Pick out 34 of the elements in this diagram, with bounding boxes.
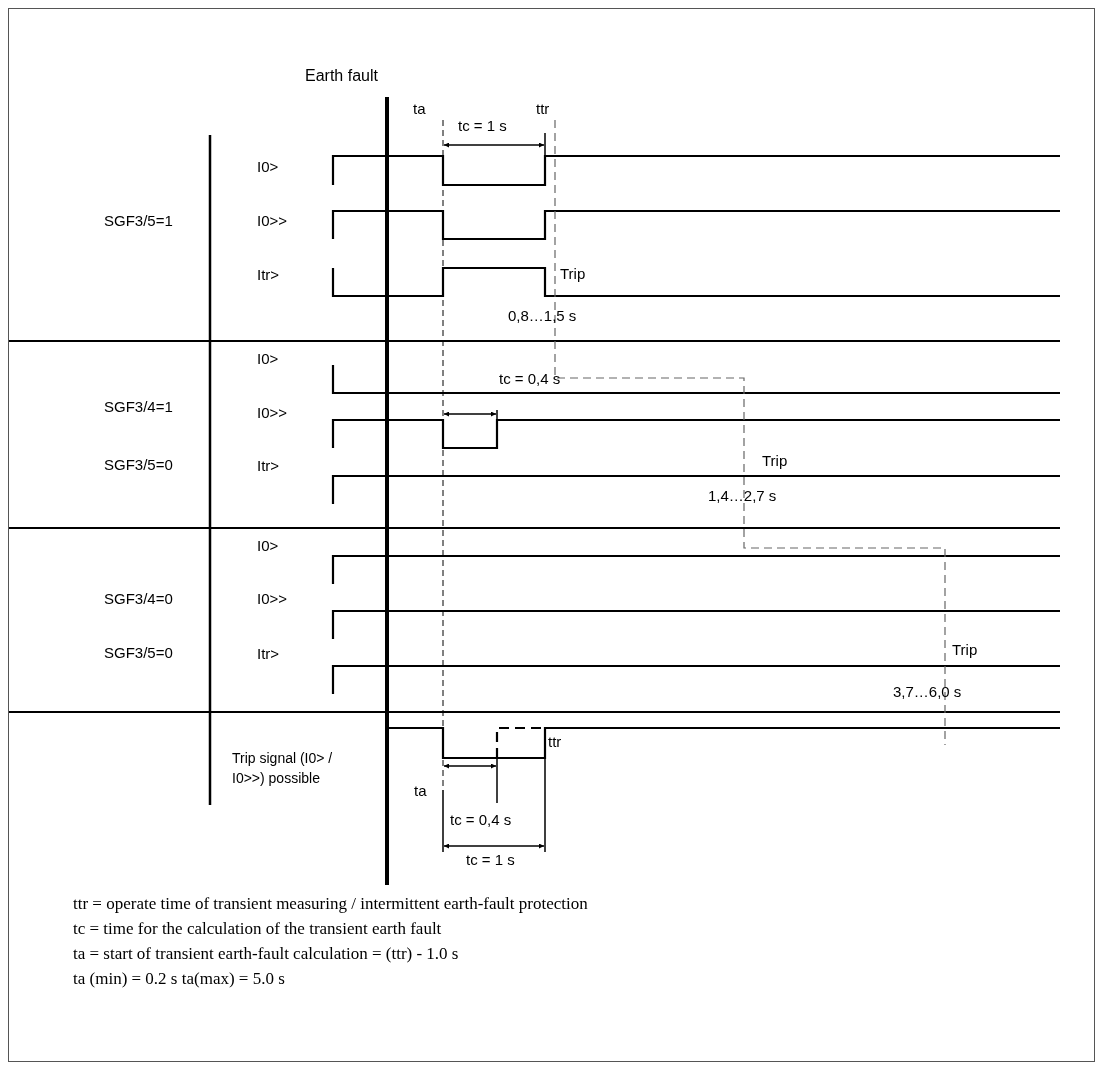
timing-label: tc = 0,4 s <box>499 370 561 388</box>
timing-label: I0>> <box>257 590 288 608</box>
timing-label: ttr <box>548 733 562 751</box>
timing-label: SGF3/4=1 <box>104 398 173 416</box>
timing-label: I0>> <box>257 212 288 230</box>
timing-label: Earth fault <box>305 66 378 86</box>
timing-label: SGF3/5=0 <box>104 456 173 474</box>
timing-label: SGF3/5=0 <box>104 644 173 662</box>
timing-label: tc = 1 s <box>466 851 515 869</box>
timing-label: Trip <box>952 641 978 659</box>
timing-label: 1,4…2,7 s <box>708 487 777 505</box>
note-text: ta = start of transient earth-fault calculation = (ttr) - 1.0 s <box>73 943 459 965</box>
timing-label: ta <box>413 100 426 118</box>
timing-label: SGF3/4=0 <box>104 590 173 608</box>
timing-label: Itr> <box>257 457 280 475</box>
note-text: ttr = operate time of transient measuring / intermittent earth-fault protection <box>73 893 588 915</box>
row-label: Trip signal (I0> / I0>>) possible <box>232 749 334 788</box>
timing-label: SGF3/5=1 <box>104 212 173 230</box>
timing-label: Itr> <box>257 645 280 663</box>
timing-label: I0> <box>257 158 279 176</box>
timing-label: Trip <box>762 452 788 470</box>
timing-label: tc = 0,4 s <box>450 811 512 829</box>
timing-label: ttr <box>536 100 550 118</box>
timing-label: I0> <box>257 350 279 368</box>
timing-label: 3,7…6,0 s <box>893 683 962 701</box>
timing-label: Itr> <box>257 266 280 284</box>
timing-label: I0>> <box>257 404 288 422</box>
timing-label: 0,8…1,5 s <box>508 307 577 325</box>
note-text: tc = time for the calculation of the transient earth fault <box>73 918 442 940</box>
timing-label: tc = 1 s <box>458 117 507 135</box>
timing-label: ta <box>414 782 427 800</box>
note-text: ta (min) = 0.2 s ta(max) = 5.0 s <box>73 968 285 990</box>
timing-label: Trip <box>560 265 586 283</box>
timing-label: I0> <box>257 537 279 555</box>
